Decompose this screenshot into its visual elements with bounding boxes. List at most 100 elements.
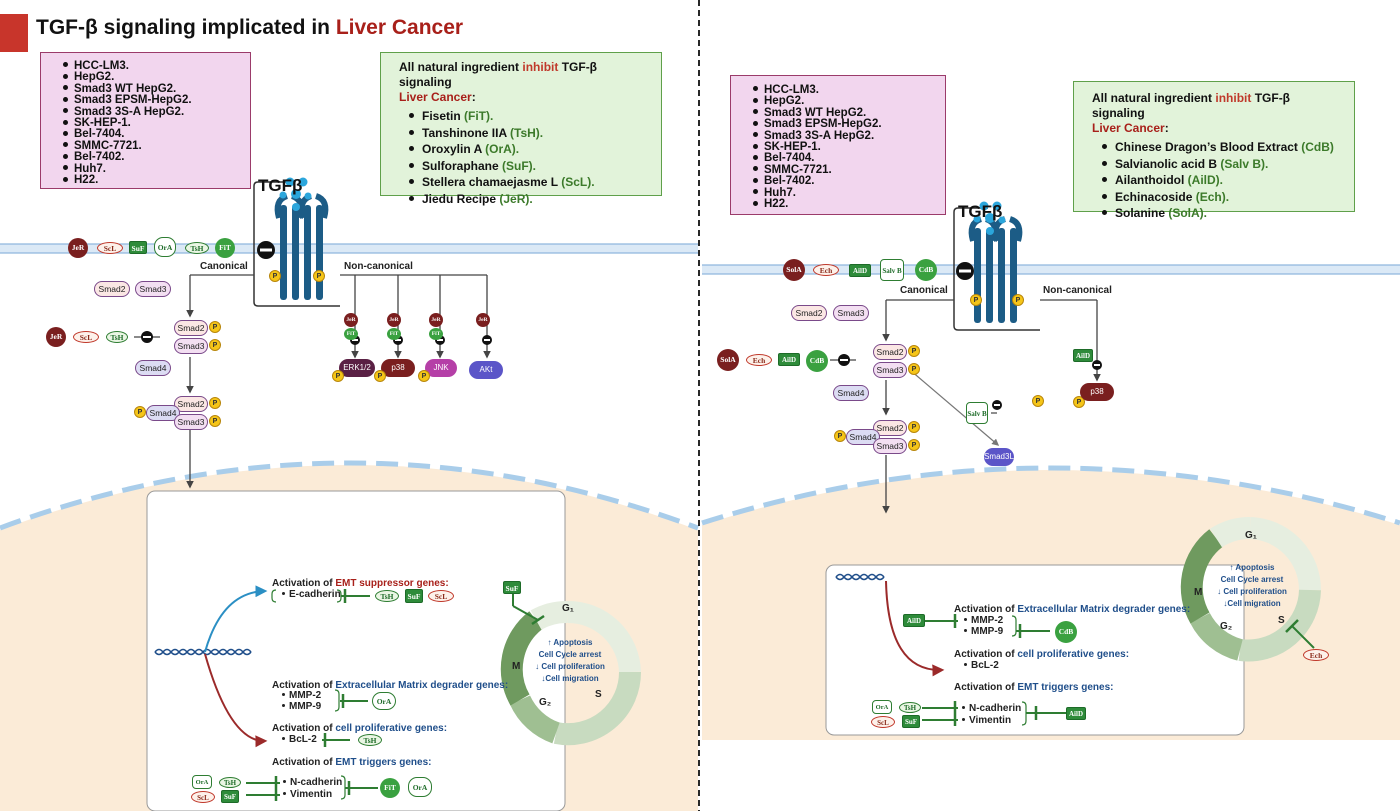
left-natural-name: Jiedu Recipe	[422, 191, 500, 206]
r-emt-scl-badge: ScL	[871, 716, 895, 728]
right-mmp2-text: MMP-2	[971, 615, 1004, 626]
right-cell-line-item: SK-HEP-1.	[753, 141, 945, 153]
kinase-fit-badge: FiT	[429, 328, 443, 340]
right-cycle-outcomes: ↑ Apoptosis Cell Cycle arrest ↓ Cell pro…	[1212, 562, 1292, 610]
right-ecm-b: Extracellular Matrix degrader genes:	[1017, 604, 1191, 615]
left-bcl2: BcL-2	[282, 734, 317, 745]
right-natural-item: Echinacoside (Ech).	[1102, 189, 1344, 206]
right-bcl2: BcL-2	[964, 660, 999, 671]
right-emt-bracket	[922, 701, 1066, 726]
r-p-smad3: P	[908, 363, 920, 375]
right-cell-line-text: HepG2.	[764, 95, 805, 108]
right-cell-line-item: SMMC-7721.	[753, 164, 945, 176]
left-nat-h5: :	[471, 90, 476, 104]
bcl-tsh-badge: TsH	[358, 734, 382, 746]
left-g1: G₁	[562, 603, 574, 614]
left-cell-line-item: HepG2.	[63, 72, 250, 83]
left-membrane	[0, 244, 698, 253]
r-p-receptor-right: P	[1012, 294, 1024, 306]
right-cell-line-text: Bel-7404.	[764, 152, 815, 165]
r-p-free: P	[1032, 395, 1044, 407]
right-ecm-bracket	[924, 614, 1050, 638]
r-smad3-cyto: Smad3	[833, 305, 869, 321]
right-emt-b: EMT triggers genes:	[1017, 682, 1114, 693]
left-kinase-blocks	[350, 335, 492, 345]
right-ncadherin: N-cadherin	[962, 703, 1021, 714]
smad4-cyto: Smad4	[135, 360, 171, 376]
right-s: S	[1278, 615, 1285, 626]
r-aild-smad-badge: AilD	[778, 353, 800, 366]
suf-badge: SuF	[129, 241, 147, 254]
r-smad4-complex: Smad4	[846, 429, 880, 445]
tsh-smad-badge: TsH	[106, 331, 128, 343]
r-smad3-p: Smad3	[873, 362, 907, 378]
r-p-complex-4: P	[834, 430, 846, 442]
right-emt-a: Activation of	[954, 682, 1018, 693]
left-prol-b: cell proliferative genes:	[335, 723, 448, 734]
p-receptor-right: P	[313, 270, 325, 282]
right-cell-line-text: Smad3 EPSM-HepG2.	[764, 118, 882, 131]
right-membrane	[702, 265, 1400, 274]
p38-kinase: p38	[381, 359, 415, 377]
left-natural-item: Jiedu Recipe (JeR).	[409, 191, 651, 208]
right-cc-l3: ↓ Cell proliferation	[1217, 587, 1287, 596]
r-smad2-p: Smad2	[873, 344, 907, 360]
kinase-fit-badge: FiT	[344, 328, 358, 340]
left-cell-line-item: Smad3 EPSM-HepG2.	[63, 94, 250, 106]
right-smad-block	[838, 354, 850, 366]
left-emt-heading: Activation of EMT triggers genes:	[272, 757, 431, 768]
right-cell-line-item: HepG2.	[753, 96, 945, 107]
left-ecad-text: E-cadherin	[289, 589, 341, 600]
emt-scl-badge: ScL	[191, 791, 215, 803]
jer-smad-badge: JeR	[46, 327, 66, 347]
left-cell-line-item: Bel-7404.	[63, 129, 250, 140]
left-nat-h4: Liver Cancer	[399, 90, 472, 104]
left-cell-line-item: H22.	[63, 174, 250, 187]
right-vim-text: Vimentin	[969, 715, 1012, 726]
sola-badge: SolA	[783, 259, 805, 281]
left-ecm-b: Extracellular Matrix degrader genes:	[335, 680, 509, 691]
left-natural-item: Sulforaphane (SuF).	[409, 158, 651, 175]
right-cell-line-text: Smad3 3S-A HepG2.	[764, 129, 875, 142]
left-natural-heading: All natural ingredient inhibit TGF-β sig…	[399, 60, 651, 105]
r-smad3-complex: Smad3	[873, 438, 907, 454]
right-cc-l4: ↓Cell migration	[1223, 599, 1281, 608]
left-cell-line-text: HCC-LM3.	[74, 60, 129, 72]
r-smad4-cyto: Smad4	[833, 385, 869, 401]
r-ecm-cdb-badge: CdB	[1055, 621, 1077, 643]
left-natural-abbr: (OrA).	[485, 142, 520, 156]
right-natural-item: Chinese Dragon’s Blood Extract (CdB)	[1102, 139, 1344, 156]
right-nuclear-envelope	[701, 465, 1400, 526]
left-natural-name: Stellera chamaejasme L	[422, 175, 562, 189]
left-natural-abbr: (SuF).	[502, 158, 537, 173]
smad3-cyto: Smad3	[135, 281, 171, 297]
right-mmp9: MMP-9	[964, 626, 1003, 637]
right-natural-name: Echinacoside	[1115, 189, 1196, 204]
p-complex-3: P	[209, 415, 221, 427]
right-cell-line-item: Bel-7402.	[753, 176, 945, 187]
page-title: TGF-β signaling implicated in Liver Canc…	[36, 16, 463, 40]
left-cc-l4: ↓Cell migration	[541, 674, 599, 683]
left-cell-line-item: Smad3 3S-A HepG2.	[63, 106, 250, 118]
right-cell-line-item: Huh7.	[753, 187, 945, 199]
left-natural-item: Tanshinone IIA (TsH).	[409, 125, 651, 142]
left-receptor-bracket	[253, 181, 340, 307]
smad2-complex: Smad2	[174, 396, 208, 412]
r-ech-smad-badge: Ech	[746, 354, 772, 366]
right-p38-block	[1092, 360, 1102, 370]
left-natural-abbr: (ScL).	[561, 175, 595, 189]
r-emt-aild-badge: AilD	[1066, 707, 1086, 720]
left-cycle-outcomes: ↑ Apoptosis Cell Cycle arrest ↓ Cell pro…	[530, 637, 610, 685]
left-emt-suppressor-heading: Activation of EMT suppressor genes:	[272, 578, 449, 589]
left-natural-item: Stellera chamaejasme L (ScL).	[409, 174, 651, 191]
left-cell-lines-box: HCC-LM3.HepG2.Smad3 WT HepG2.Smad3 EPSM-…	[40, 52, 251, 189]
left-h-b: EMT suppressor genes:	[335, 578, 449, 589]
left-emt-bracket	[246, 775, 378, 801]
left-nat-h3: TGF-β signaling	[399, 60, 598, 89]
right-natural-list: Chinese Dragon’s Blood Extract (CdB)Salv…	[1092, 139, 1344, 222]
left-cell-line-text: H22.	[74, 174, 99, 187]
left-bcl2-text: BcL-2	[289, 734, 317, 745]
r-ecm-aild-badge: AilD	[903, 614, 925, 627]
left-cell-cycle	[500, 593, 642, 746]
